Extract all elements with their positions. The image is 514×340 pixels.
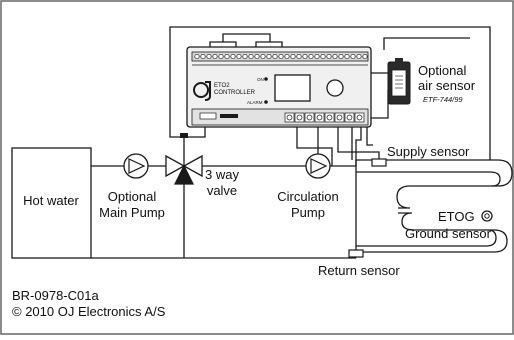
bottom-terminal-strip bbox=[284, 112, 365, 123]
document-id: BR-0978-C01a bbox=[12, 288, 99, 303]
etog-label: ETOG bbox=[438, 209, 475, 224]
ground-sensor-label: Ground sensor bbox=[405, 226, 492, 241]
on-indicator-label: ON bbox=[257, 77, 264, 82]
optional-main-pump: Optional Main Pump bbox=[99, 153, 165, 220]
optional-air-sensor: Optional air sensor ETF-744/99 bbox=[387, 58, 476, 105]
air-sensor-label-line1: Optional bbox=[418, 63, 467, 78]
ground-sensor: Ground sensor bbox=[405, 226, 492, 241]
circulation-pump-label-line1: Circulation bbox=[277, 189, 338, 204]
copyright-notice: © 2010 OJ Electronics A/S bbox=[12, 304, 166, 319]
controller-wiring bbox=[169, 26, 491, 250]
three-way-valve-icon bbox=[165, 133, 203, 185]
alarm-indicator-led bbox=[264, 100, 268, 104]
top-terminal-strip bbox=[194, 53, 368, 60]
etog-unit: ETOG bbox=[438, 209, 493, 224]
hot-water-tank: Hot water bbox=[11, 147, 92, 259]
circulation-pump-label-line2: Pump bbox=[291, 205, 325, 220]
supply-sensor-label: Supply sensor bbox=[387, 144, 470, 159]
valve-label-line1: 3 way bbox=[205, 167, 239, 182]
footer: BR-0978-C01a © 2010 OJ Electronics A/S bbox=[12, 288, 166, 319]
air-sensor-model: ETF-744/99 bbox=[423, 95, 463, 104]
valve-label-line2: valve bbox=[207, 183, 237, 198]
return-sensor-label: Return sensor bbox=[318, 263, 400, 278]
air-sensor-label-line2: air sensor bbox=[418, 78, 476, 93]
hot-water-label: Hot water bbox=[23, 193, 79, 208]
main-pump-label-line2: Main Pump bbox=[99, 205, 165, 220]
controller-dial[interactable] bbox=[326, 79, 344, 97]
oj-logo-icon bbox=[193, 81, 211, 101]
controller-model: ETO2 bbox=[214, 83, 230, 89]
air-sensor-icon bbox=[387, 58, 411, 105]
controller-name: CONTROLLER bbox=[214, 90, 256, 96]
etog-thermostat-icon bbox=[481, 210, 493, 222]
pipework bbox=[91, 159, 513, 259]
circulation-pump: Circulation Pump bbox=[277, 153, 339, 220]
controller-display bbox=[274, 74, 311, 102]
eto2-controller: ETO2 CONTROLLER ON ALARM bbox=[186, 46, 372, 128]
three-way-valve: 3 way valve bbox=[165, 133, 239, 198]
on-indicator-led bbox=[264, 77, 268, 81]
main-pump-label-line1: Optional bbox=[108, 189, 157, 204]
alarm-indicator-label: ALARM bbox=[247, 100, 263, 105]
